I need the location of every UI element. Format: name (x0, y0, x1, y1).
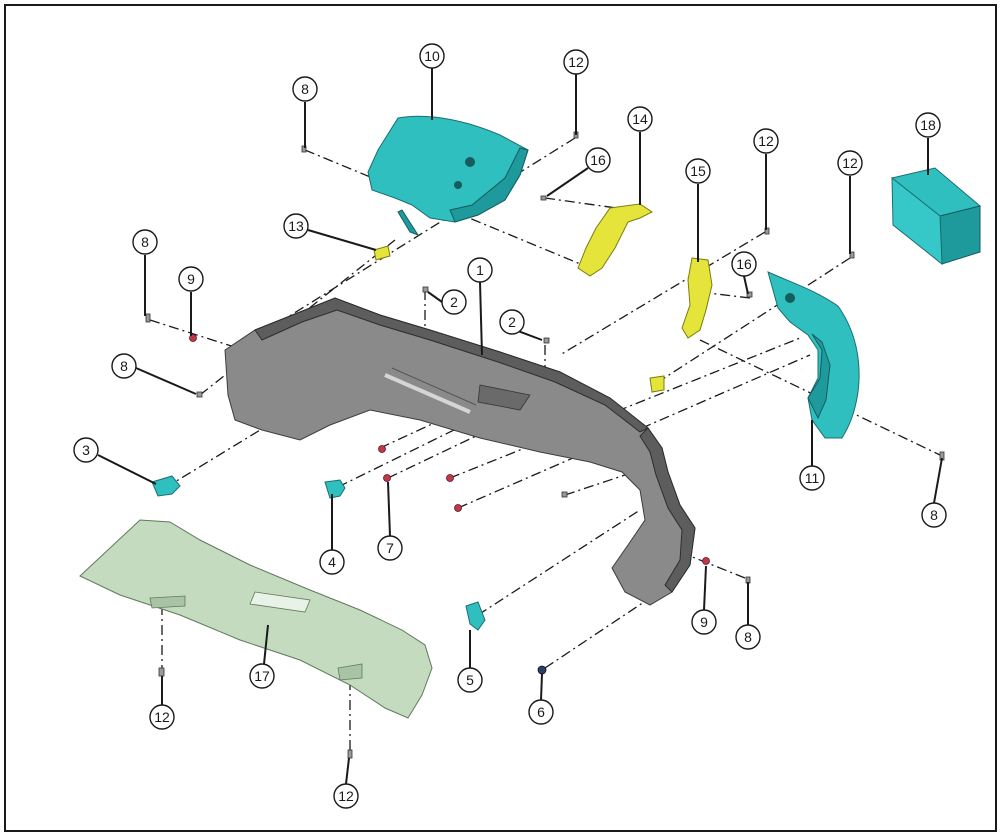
callout-11: 11 (799, 465, 825, 491)
callout-7: 7 (377, 535, 403, 561)
callout-17: 17 (249, 663, 275, 689)
svg-text:5: 5 (466, 672, 474, 688)
svg-text:2: 2 (450, 294, 458, 310)
callout-13: 13 (283, 213, 309, 239)
svg-text:12: 12 (842, 155, 858, 171)
svg-text:8: 8 (930, 507, 938, 523)
callout-16: 16 (731, 251, 757, 277)
svg-text:9: 9 (700, 614, 708, 630)
callout-14: 14 (627, 106, 653, 132)
svg-text:13: 13 (288, 218, 304, 234)
svg-text:16: 16 (736, 256, 752, 272)
svg-text:1: 1 (476, 262, 484, 278)
svg-text:3: 3 (82, 442, 90, 458)
stay-bracket-upper (577, 203, 653, 277)
svg-text:12: 12 (758, 133, 774, 149)
svg-text:12: 12 (338, 788, 354, 804)
svg-text:12: 12 (568, 54, 584, 70)
svg-text:14: 14 (632, 111, 648, 127)
svg-text:6: 6 (537, 704, 545, 720)
svg-text:8: 8 (120, 358, 128, 374)
svg-text:10: 10 (424, 48, 440, 64)
leader-lines (97, 68, 943, 785)
callout-8: 8 (292, 76, 318, 102)
fasteners (145, 131, 945, 759)
callout-9: 9 (178, 266, 204, 292)
svg-text:12: 12 (154, 709, 170, 725)
callout-12: 12 (753, 128, 779, 154)
callout-8: 8 (111, 353, 137, 379)
under-skid-plate (79, 519, 433, 719)
callout-12: 12 (563, 49, 589, 75)
callout-8: 8 (921, 502, 947, 528)
callout-12: 12 (149, 704, 175, 730)
clip-part-13 (373, 245, 391, 261)
callout-1: 1 (467, 257, 493, 283)
callout-15: 15 (685, 158, 711, 184)
callout-2: 2 (499, 309, 525, 335)
callout-12: 12 (333, 783, 359, 809)
svg-text:17: 17 (254, 668, 270, 684)
callout-10: 10 (419, 43, 445, 69)
side-bracket-right (767, 271, 860, 439)
svg-text:15: 15 (690, 163, 706, 179)
callout-9: 9 (691, 609, 717, 635)
callout-5: 5 (457, 667, 483, 693)
stay-bracket-side (649, 257, 713, 393)
svg-text:8: 8 (141, 234, 149, 250)
svg-text:11: 11 (805, 470, 820, 486)
callout-8: 8 (132, 229, 158, 255)
bumper-cover (224, 297, 696, 606)
callout-8: 8 (735, 624, 761, 650)
upper-bracket-left (367, 115, 529, 236)
svg-text:8: 8 (744, 629, 752, 645)
svg-text:18: 18 (920, 117, 936, 133)
retainer-part-4 (324, 479, 346, 499)
retainer-part-3 (151, 475, 181, 497)
callout-18: 18 (915, 112, 941, 138)
callout-6: 6 (528, 699, 554, 725)
svg-text:16: 16 (590, 152, 606, 168)
svg-text:4: 4 (328, 554, 336, 570)
svg-text:2: 2 (508, 314, 516, 330)
clips-red (189, 334, 710, 565)
svg-text:7: 7 (386, 540, 394, 556)
callout-3: 3 (73, 437, 99, 463)
callout-16: 16 (585, 147, 611, 173)
callout-4: 4 (319, 549, 345, 575)
callout-12: 12 (837, 150, 863, 176)
callout-2: 2 (441, 289, 467, 315)
retainer-part-5 (465, 601, 486, 631)
svg-text:9: 9 (187, 271, 195, 287)
package-box (890, 167, 982, 266)
svg-text:8: 8 (301, 81, 309, 97)
